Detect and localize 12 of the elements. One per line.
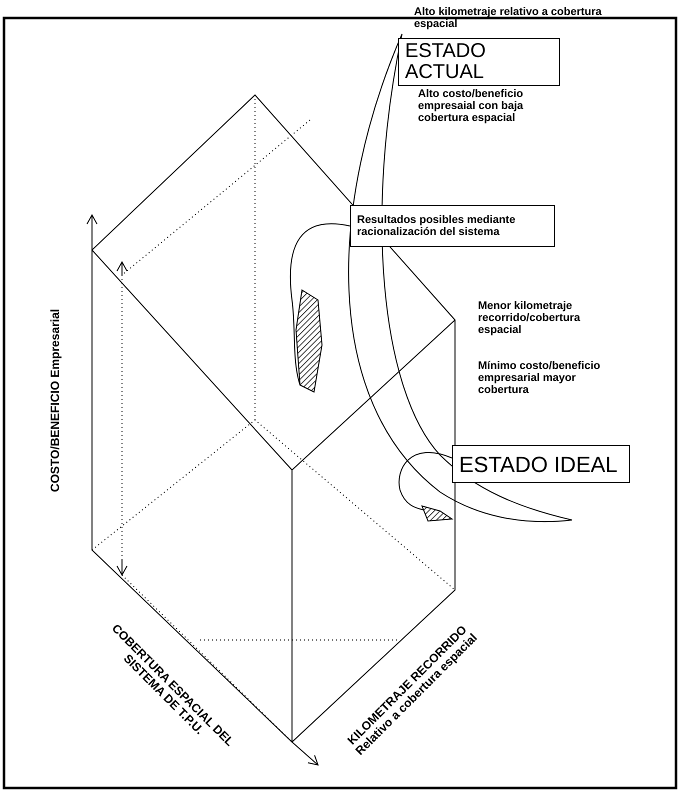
label-box: Resultados posibles mediante racionalización del sistema [350, 205, 555, 247]
note-text: Alto costo/beneficio empresaial con baja cobertura espacial [418, 88, 524, 124]
label-box: ESTADO IDEAL [452, 445, 630, 483]
label-box: ESTADO ACTUAL [398, 38, 560, 86]
leader-line [290, 223, 350, 386]
note-text: Mínimo costo/beneficio empresarial mayor cobertura [478, 360, 602, 396]
hatched-area [421, 505, 454, 522]
note-text: Menor kilometraje recorrido/cobertura espacial [478, 300, 582, 336]
axis-label: COSTO/BENEFICIO Empresarial [48, 308, 62, 492]
note-text: Alto kilometraje relativo a cobertura espacial [414, 6, 603, 30]
leader-line [398, 452, 452, 510]
hatched-area [296, 289, 322, 393]
